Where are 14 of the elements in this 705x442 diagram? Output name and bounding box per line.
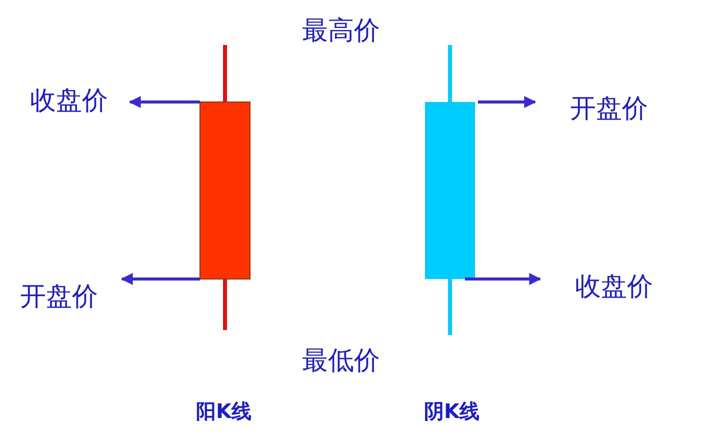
arrow [128,96,200,108]
price-label: 最高价 [302,16,380,46]
arrow [465,273,542,285]
price-label: 开盘价 [20,282,98,312]
candle-body [425,102,475,279]
candle-body [200,102,250,280]
price-label: 收盘价 [30,86,108,116]
price-label: 最低价 [302,346,380,376]
price-label: 开盘价 [570,94,648,124]
candle-type-label: 阴K线 [424,398,480,425]
arrow [120,273,200,285]
arrow [478,96,536,108]
price-label: 收盘价 [575,272,653,302]
candle-type-label: 阳K线 [196,398,252,425]
